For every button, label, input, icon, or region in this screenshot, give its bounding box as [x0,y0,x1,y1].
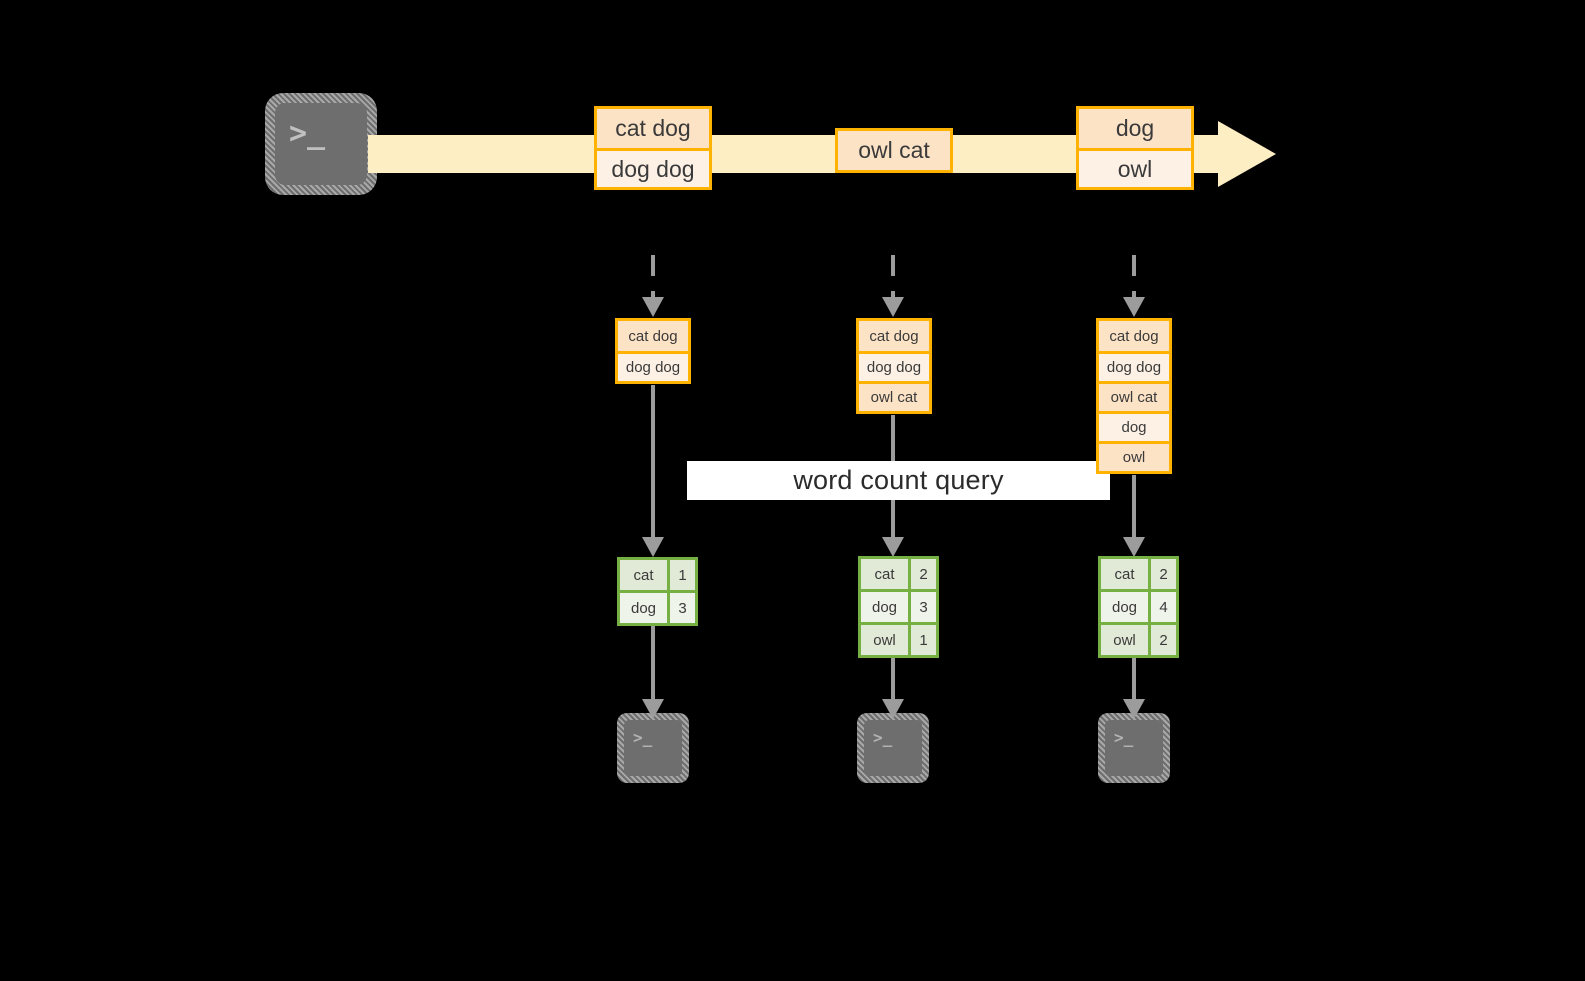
trigger-2-result-key-2: dog [861,592,908,622]
trigger-1-sink-terminal-screen: >_ [624,720,682,776]
terminal-prompt-glyph: >_ [1114,728,1134,747]
trigger-3-result-key-2: dog [1101,592,1148,622]
trigger-3-sink-terminal-screen: >_ [1105,720,1163,776]
terminal-prompt-glyph: >_ [289,116,326,151]
query-banner: word count query [687,461,1110,500]
trigger-3-result-value-3: 2 [1148,625,1176,655]
terminal-prompt-glyph: >_ [873,728,893,747]
trigger-3-result-value-2: 4 [1148,592,1176,622]
trigger-1-query-connector [641,385,665,560]
trigger-3-result-key-3: owl [1101,625,1148,655]
trigger-3-input-table: cat dog dog dog owl cat dog owl [1096,318,1172,474]
trigger-3-result-key-1: cat [1101,559,1148,589]
stream-batch-1-line-2: dog dog [597,148,709,187]
trigger-3-input-line-5: owl [1099,441,1169,471]
trigger-1-sink-terminal-icon: >_ [617,713,689,783]
trigger-3-stream-connector [1122,255,1146,317]
query-banner-label: word count query [793,465,1004,495]
trigger-2-stream-connector [881,255,905,317]
trigger-1-result-key-2: dog [620,593,667,623]
trigger-2-result-key-1: cat [861,559,908,589]
trigger-1-input-line-1: cat dog [618,321,688,351]
trigger-2-result-value-2: 3 [908,592,936,622]
trigger-1-input-line-2: dog dog [618,351,688,381]
stream-batch-3-line-1: dog [1079,109,1191,148]
table-row: dog 3 [620,590,695,623]
stream-batch-3: dog owl [1076,106,1194,190]
trigger-1-input-table: cat dog dog dog [615,318,691,384]
trigger-2-input-line-1: cat dog [859,321,929,351]
trigger-2-input-line-2: dog dog [859,351,929,381]
trigger-3-input-line-2: dog dog [1099,351,1169,381]
trigger-3-result-value-1: 2 [1148,559,1176,589]
stream-batch-3-line-2: owl [1079,148,1191,187]
trigger-2-result-value-1: 2 [908,559,936,589]
source-terminal-icon: >_ [265,93,377,195]
trigger-1-result-table: cat 1 dog 3 [617,557,698,626]
trigger-1-sink-connector [641,626,665,722]
trigger-3-sink-connector [1122,656,1146,722]
table-row: cat 2 [1101,559,1176,589]
stream-batch-1: cat dog dog dog [594,106,712,190]
table-row: cat 1 [620,560,695,590]
trigger-3-result-table: cat 2 dog 4 owl 2 [1098,556,1179,658]
trigger-3-input-line-1: cat dog [1099,321,1169,351]
trigger-2-input-line-3: owl cat [859,381,929,411]
trigger-3-input-line-3: owl cat [1099,381,1169,411]
trigger-3-sink-terminal-icon: >_ [1098,713,1170,783]
table-row: dog 3 [861,589,936,622]
trigger-2-result-value-3: 1 [908,625,936,655]
stream-batch-2-line-1: owl cat [838,131,950,170]
trigger-1-result-key-1: cat [620,560,667,590]
trigger-2-sink-terminal-icon: >_ [857,713,929,783]
trigger-3-input-line-4: dog [1099,411,1169,441]
trigger-2-sink-terminal-screen: >_ [864,720,922,776]
stream-arrow-head-icon [1218,121,1276,187]
trigger-2-result-key-3: owl [861,625,908,655]
trigger-1-result-value-1: 1 [667,560,695,590]
terminal-prompt-glyph: >_ [633,728,653,747]
trigger-1-result-value-2: 3 [667,593,695,623]
trigger-2-input-table: cat dog dog dog owl cat [856,318,932,414]
stream-batch-2: owl cat [835,128,953,173]
trigger-2-result-table: cat 2 dog 3 owl 1 [858,556,939,658]
table-row: owl 1 [861,622,936,655]
stream-batch-1-line-1: cat dog [597,109,709,148]
table-row: owl 2 [1101,622,1176,655]
trigger-1-stream-connector [641,255,665,317]
table-row: cat 2 [861,559,936,589]
table-row: dog 4 [1101,589,1176,622]
source-terminal-screen: >_ [275,103,367,185]
trigger-3-query-connector [1122,475,1146,560]
trigger-2-sink-connector [881,656,905,722]
